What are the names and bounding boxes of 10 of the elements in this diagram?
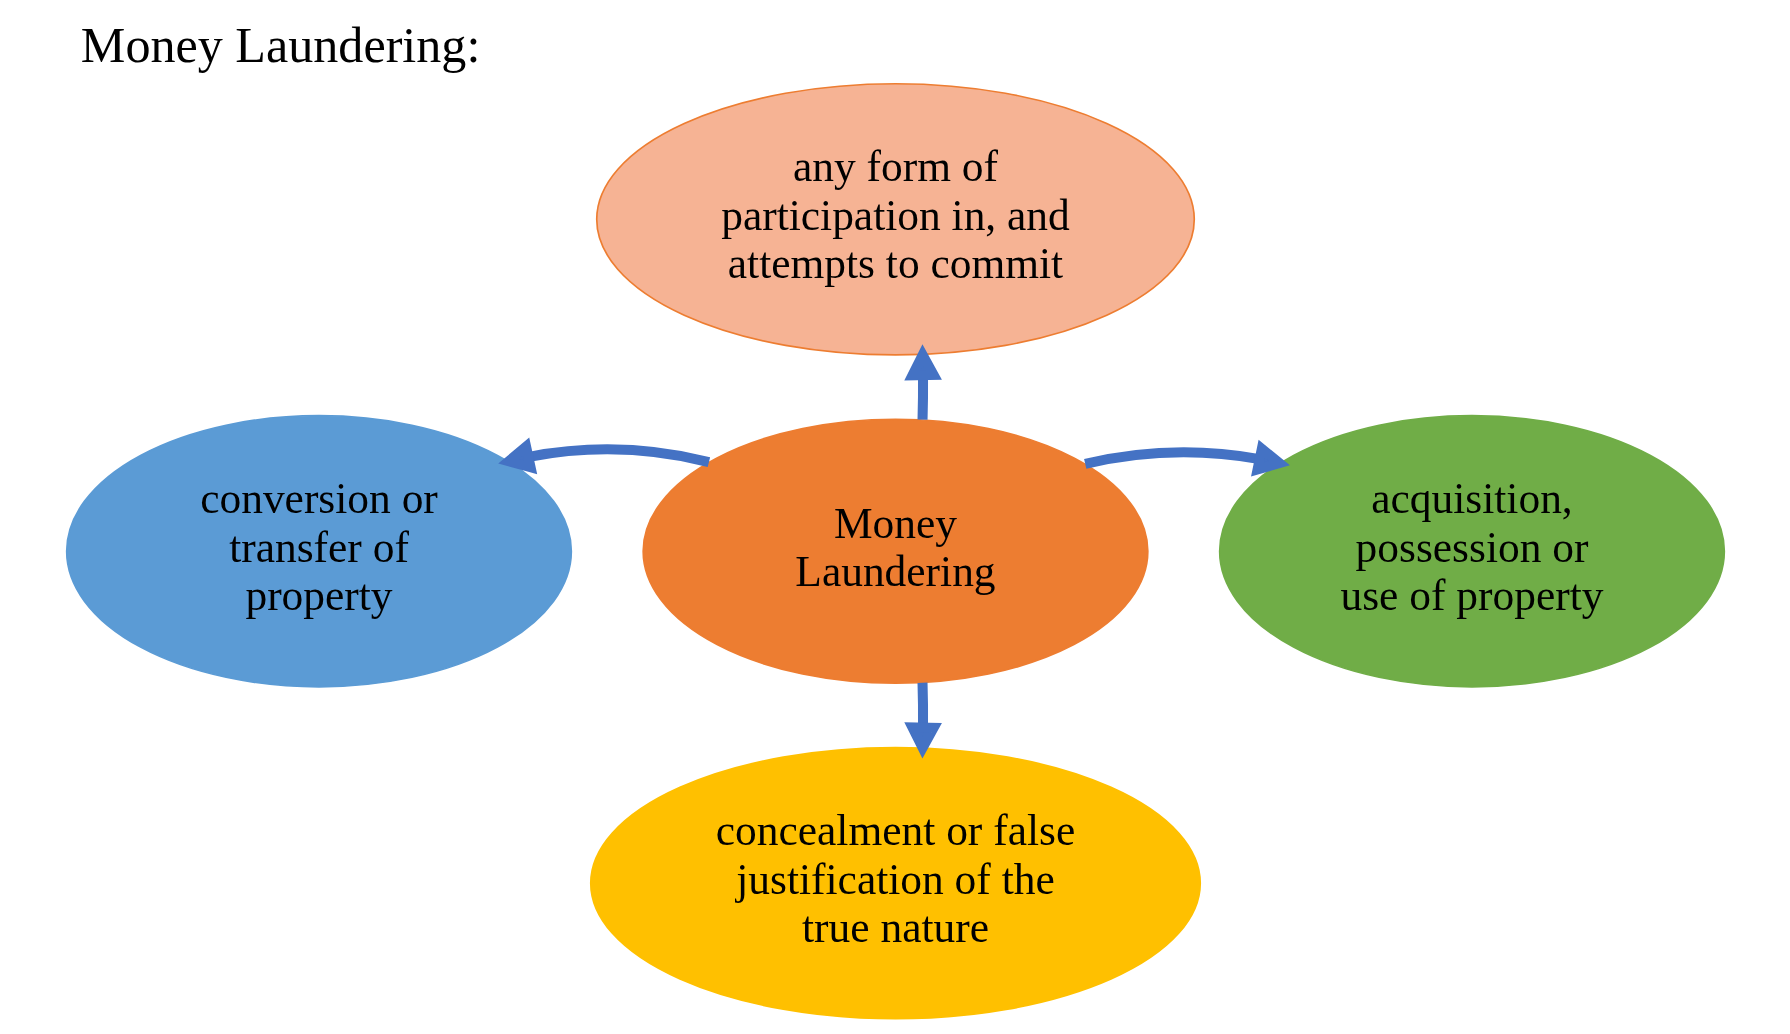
arrow xyxy=(497,437,710,475)
arrow xyxy=(903,344,942,420)
arrow xyxy=(903,682,942,759)
node-ellipse: acquisition, possession or use of property xyxy=(1218,414,1725,688)
diagram-title: Money Laundering: xyxy=(80,16,480,73)
node-ellipse: Money Laundering xyxy=(641,418,1149,685)
arrow xyxy=(1083,439,1290,477)
node-ellipse: conversion or transfer of property xyxy=(65,414,572,688)
node-ellipse: any form of participation in, and attempts to commit xyxy=(595,82,1195,356)
node-ellipse: concealment or false justification of the true nature xyxy=(589,746,1201,1020)
